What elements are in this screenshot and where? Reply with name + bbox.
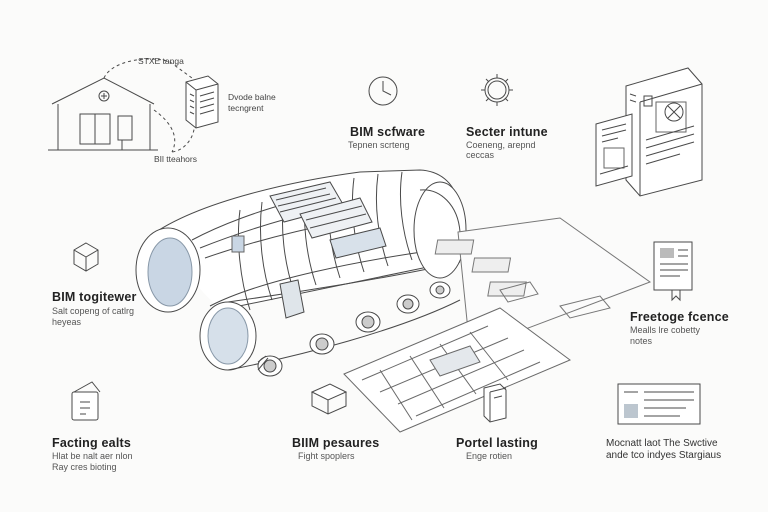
- mid-right-sub2: notes: [630, 336, 653, 346]
- top-center-sub: Tepnen scrteng: [348, 140, 410, 150]
- top-left-side-sub: tecngrent: [228, 103, 264, 113]
- dashed-connector: [153, 109, 176, 153]
- mid-left-sub2: heyeas: [52, 317, 82, 327]
- mid-left-title: BIM togitewer: [52, 290, 137, 304]
- top-center-title: BIM scfware: [350, 125, 426, 139]
- stack-document-icon: [185, 75, 219, 129]
- bottom-left-title: Facting ealts: [52, 436, 132, 450]
- top-right-sub: Coeneng, arepnd: [466, 140, 536, 150]
- clock-icon: [368, 76, 398, 106]
- clipboard-icon: [71, 381, 101, 421]
- top-left-bottom-label: BIl tteahors: [154, 154, 197, 164]
- report-icon: [653, 241, 693, 302]
- bottom-left-sub1: Hlat be nalt aer nlon: [52, 451, 133, 461]
- mid-right-title: Freetoge fcence: [630, 310, 729, 324]
- roller-wheels: [257, 281, 451, 377]
- gear-icon: [481, 74, 513, 106]
- box-icon: [310, 383, 348, 415]
- book-icon: [483, 383, 507, 423]
- house-icon: [48, 77, 158, 151]
- top-right-sub2: ceccas: [466, 150, 495, 160]
- mid-right-sub1: Mealls lre cobetty: [630, 325, 701, 335]
- bottom-right-title: Mocnatt laot The Swctive: [606, 438, 718, 449]
- bottom-center-sub: Fight spoplers: [298, 451, 355, 461]
- dashed-connector: [103, 58, 171, 79]
- dashed-connector: [169, 61, 193, 79]
- card-icon: [617, 383, 701, 425]
- documents-icon: [595, 67, 703, 197]
- top-left-side-title: Dvode balne: [228, 92, 276, 102]
- cube-icon: [73, 242, 99, 272]
- floorplan-sheet: [343, 307, 571, 433]
- mid-left-sub1: Salt copeng of catlrg: [52, 306, 135, 316]
- cylinder-assembly: [135, 169, 467, 371]
- bottom-center-right-title: Portel lasting: [456, 436, 538, 450]
- dashed-connector: [171, 111, 195, 153]
- bottom-center-title: BIIM pesaures: [292, 436, 380, 450]
- bottom-center-right-sub: Enge rotien: [466, 451, 513, 461]
- top-right-title: Secter intune: [466, 125, 548, 139]
- bottom-left-sub2: Ray cres bioting: [52, 462, 117, 472]
- top-left-top-label: STXE tanga: [138, 56, 184, 66]
- bottom-right-sub: ande tco indyes Stargiaus: [606, 450, 722, 461]
